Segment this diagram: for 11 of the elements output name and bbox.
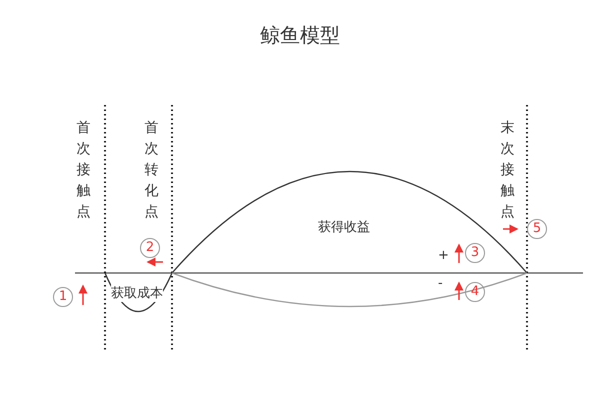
diagram-title: 鲸鱼模型 [259, 22, 341, 49]
circled-number: 3 [465, 243, 485, 263]
vertical-label: 首次接触点 [76, 119, 91, 222]
circled-number: 1 [53, 287, 73, 307]
circled-number: 5 [527, 219, 547, 239]
circled-number: 2 [140, 238, 160, 258]
vertical-label: 首次转化点 [144, 119, 159, 222]
circled-number: 4 [465, 282, 485, 302]
curve-label: 获取成本 [111, 284, 163, 302]
vertical-label: 末次接触点 [500, 119, 515, 222]
curve-label: 获得收益 [318, 218, 370, 236]
